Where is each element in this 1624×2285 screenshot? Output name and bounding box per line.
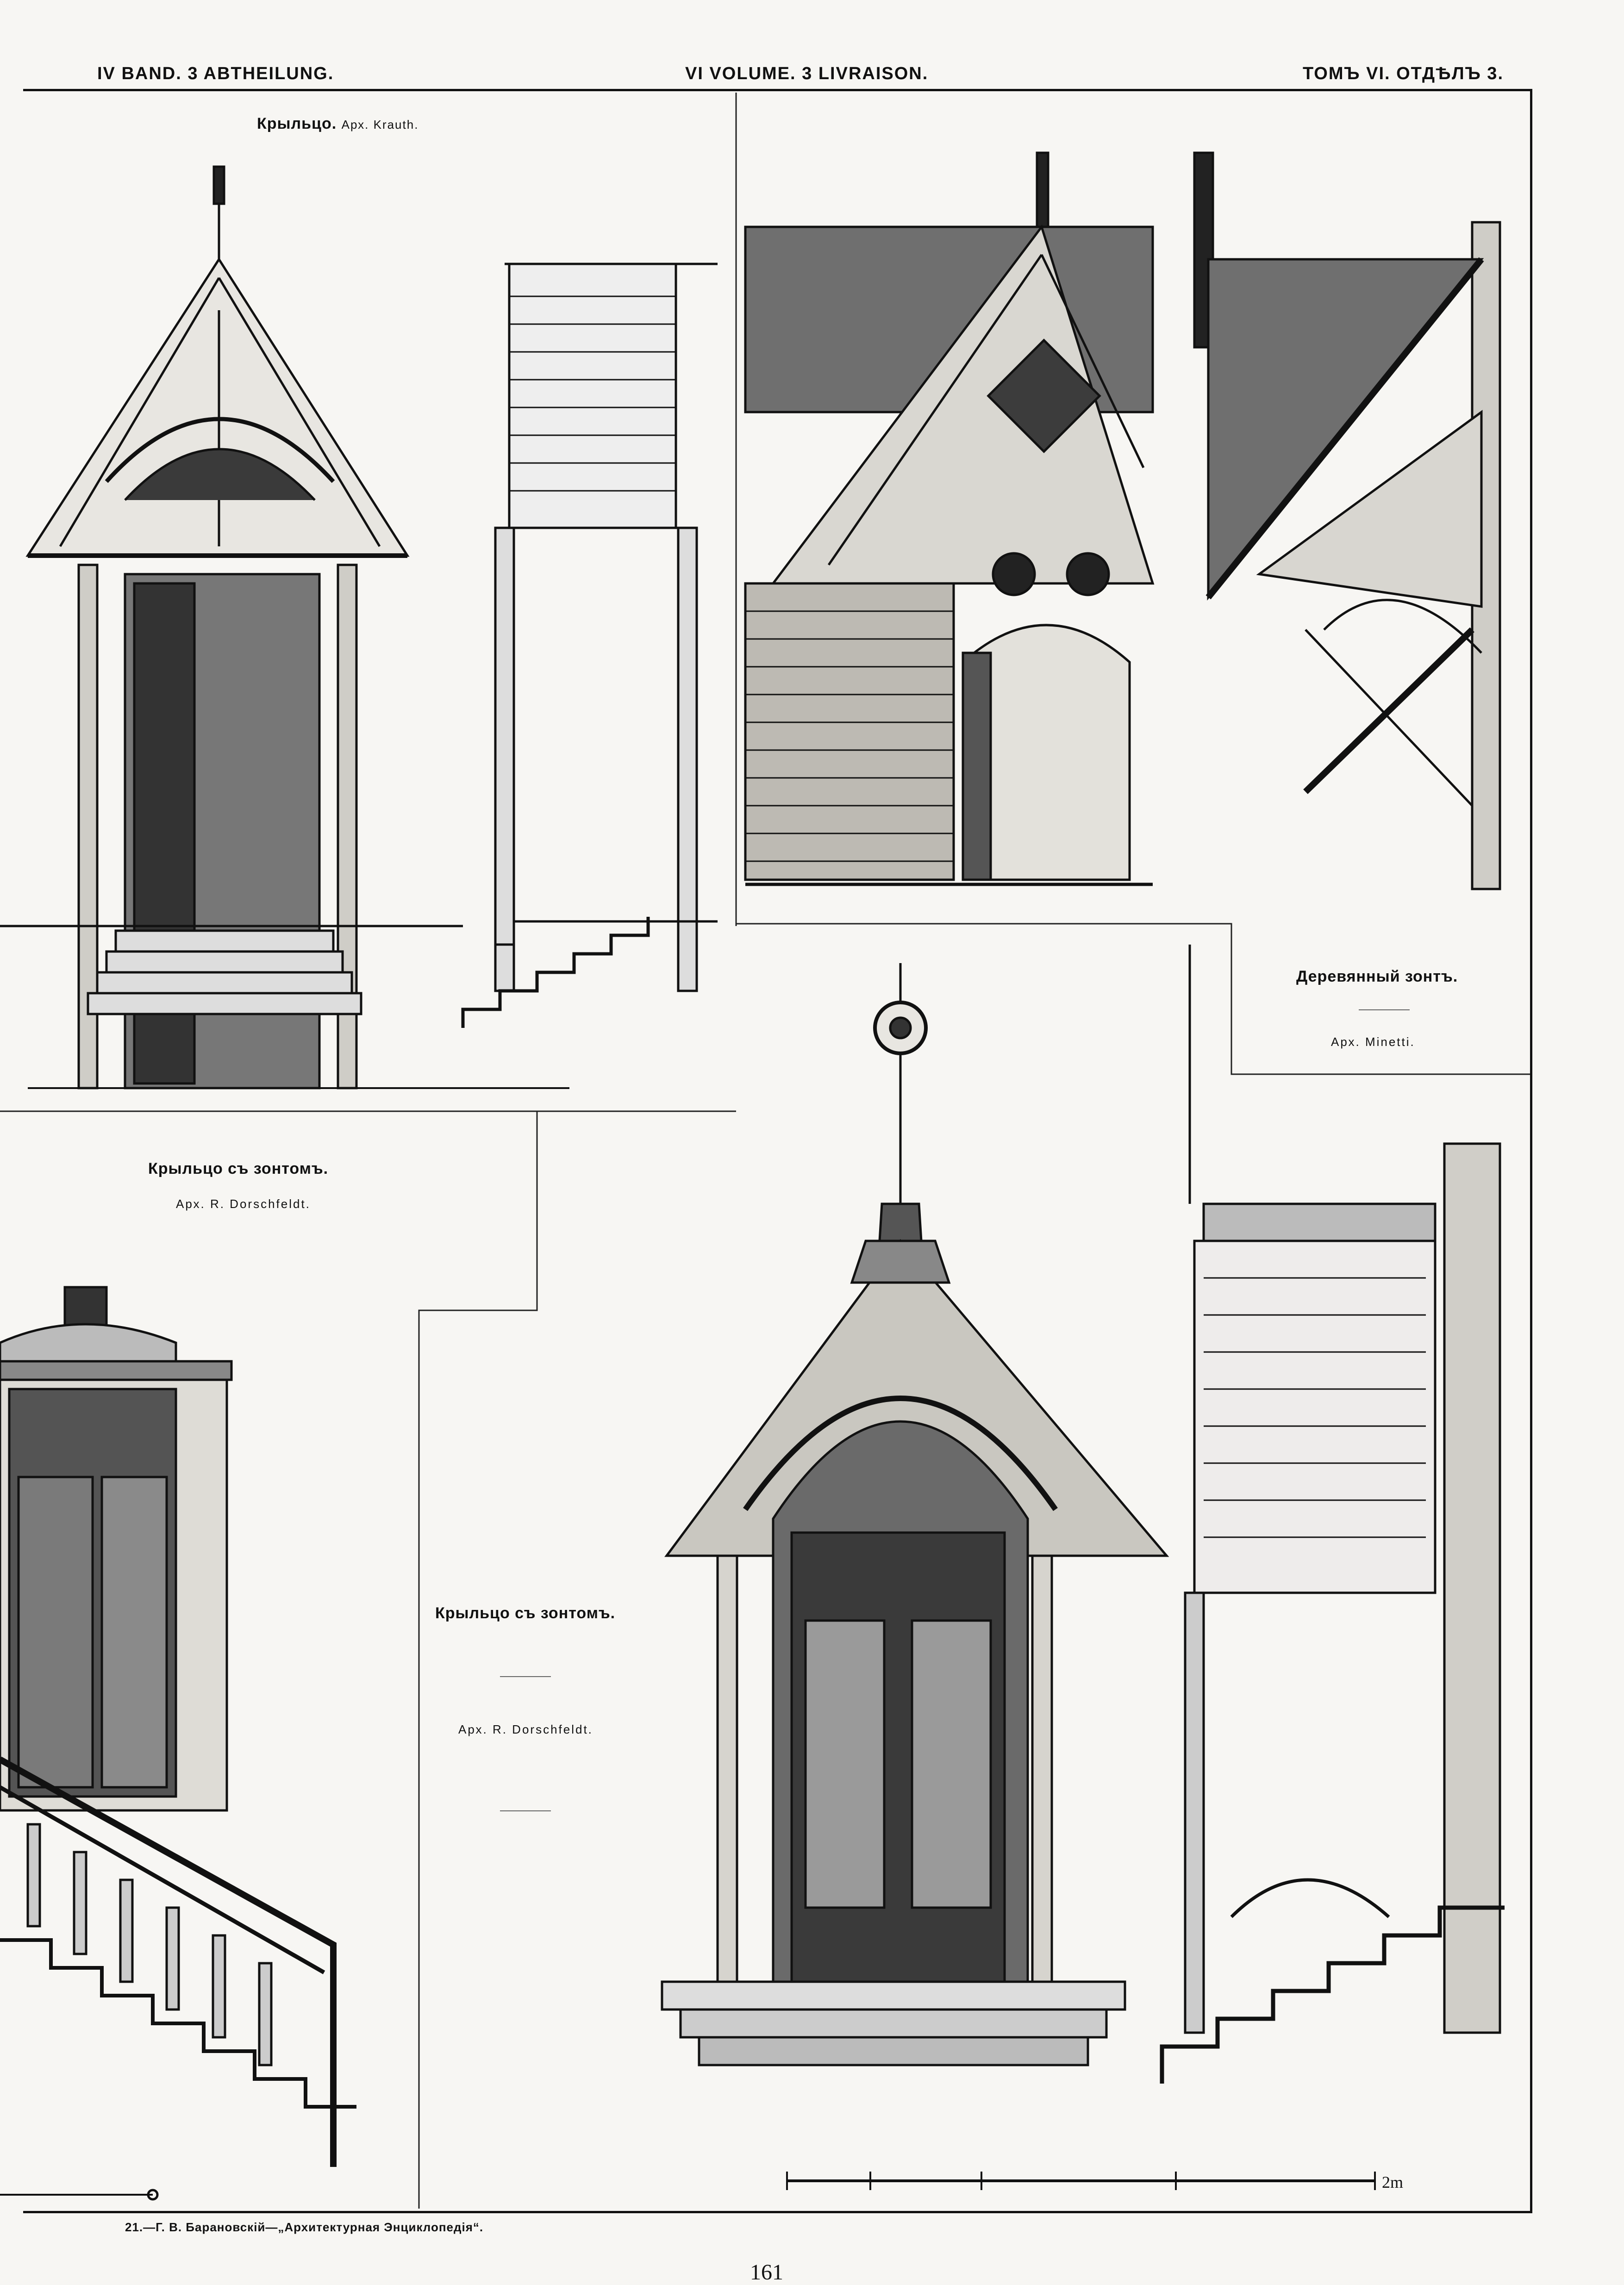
caption-separator-3 [500,1810,551,1811]
plate-dorschfeldt-center-author: Арх. R. Dorschfeldt. [458,1722,593,1736]
dorschfeldt-porch-section [1160,945,1505,2084]
plate-dorschfeldt-left-title: Крыльцо съ зонтомъ. [148,1160,329,1177]
header-left: IV BAND. 3 ABTHEILUNG. [97,64,334,83]
footer-citation: 21.—Г. В. Барановскій—„Архитектурная Энц… [125,2220,484,2234]
plate-krauth-caption: Крыльцо. Арх. Krauth. [257,115,418,133]
page-number: 161 [750,2260,783,2285]
minetti-canopy-side [1193,151,1501,890]
header-right: ТОМЪ VI. ОТДѢЛЪ 3. [1303,64,1504,83]
plate-krauth-author: Арх. Krauth. [341,118,419,131]
scale-bar [786,2172,1376,2190]
frame-right-rule [1530,89,1532,2213]
caption-separator-2 [500,1676,551,1677]
header-rule [23,89,1532,91]
plate-dorschfeldt-left-author: Арх. R. Dorschfeldt. [176,1197,311,1211]
minetti-canopy-front [744,151,1155,886]
krauth-porch-elevation [0,165,569,1089]
dorschfeldt-porch-elevation [661,963,1169,2066]
footer-rule [23,2211,1532,2213]
plate-krauth-title: Крыльцо. [257,115,337,132]
krauth-porch-section [461,263,718,1028]
header-center: VI VOLUME. 3 LIVRAISON. [685,64,929,83]
dorschfeldt-left-drawing [0,1286,356,2201]
scale-bar-label: 2m [1382,2173,1404,2191]
plate-minetti-title: Деревянный зонтъ. [1296,968,1458,985]
caption-separator [1359,1009,1410,1010]
plate-minetti-author: Арх. Minetti. [1331,1035,1415,1049]
plate-dorschfeldt-center-title: Крыльцо съ зонтомъ. [435,1604,616,1622]
